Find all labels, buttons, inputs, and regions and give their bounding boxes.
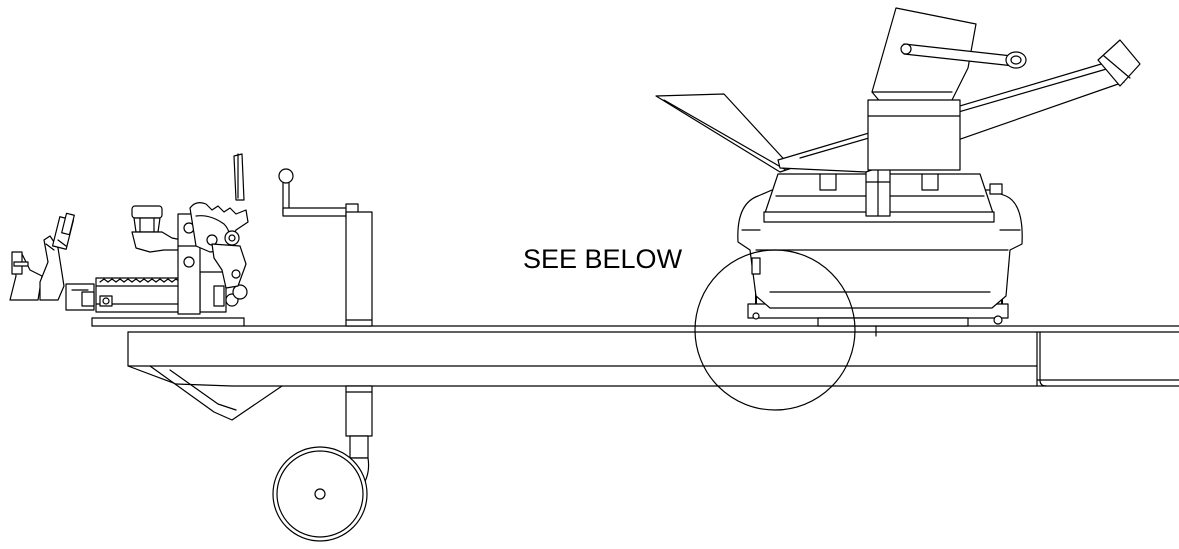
trailer-drawbar xyxy=(91,317,1179,421)
machine-housing xyxy=(737,167,1023,337)
detail-callout: SEE BELOW xyxy=(523,244,856,411)
callout-circle xyxy=(694,249,856,411)
brake-coupling-assembly xyxy=(9,153,249,315)
discharge-pipe xyxy=(867,7,1027,171)
callout-label: SEE BELOW xyxy=(523,244,683,274)
jockey-wheel xyxy=(272,168,373,542)
